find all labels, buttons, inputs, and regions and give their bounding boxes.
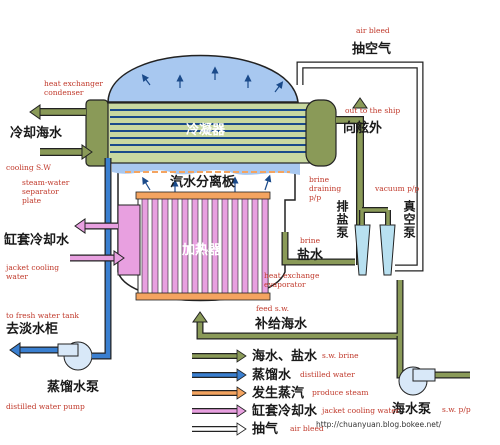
legend-cn-1: 蒸馏水 (252, 368, 292, 383)
jacket-header (117, 204, 141, 276)
vacuum-pump-cn: 真空泵 (402, 200, 416, 239)
brine-cn: 盐水 (297, 248, 324, 263)
air-bleed-en: air bleed (356, 26, 390, 35)
heater-bottom-sheet (135, 292, 271, 301)
jacket-en: jacket cooling water (6, 263, 60, 281)
brine-pump-cn: 排盐泵 (335, 200, 349, 239)
sw-pump-en: s.w. p/p (442, 405, 471, 414)
fresh-tank-en: to fresh water tank (6, 311, 79, 320)
separator-en: steam-water separator plate (22, 178, 70, 205)
sw-pump-cn: 海水泵 (392, 402, 432, 417)
legend-en-1: distilled water (300, 370, 355, 379)
jacket-cn: 缸套冷却水 (4, 233, 70, 248)
legend-en-2: produce steam (312, 388, 369, 397)
air-bleed-cn: 抽空气 (352, 42, 392, 57)
legend-cn-0: 海水、盐水 (252, 349, 318, 364)
legend-arrows (192, 349, 247, 436)
separator-cn: 汽水分离板 (170, 175, 236, 190)
ejector-pumps (354, 207, 396, 276)
distilled-pump-en: distilled water pump (6, 402, 85, 411)
condenser-dome (107, 54, 299, 103)
vacuum-en: vacuum p/p (375, 184, 420, 193)
brine-pipe (281, 232, 355, 266)
condenser-left-cap (85, 99, 109, 167)
legend-cn-3: 缸套冷却水 (252, 404, 318, 419)
legend-en-0: s.w. brine (322, 351, 359, 360)
legend-cn-4: 抽气 (252, 422, 279, 437)
condenser-tubes (110, 109, 308, 153)
out-to-ship-cn: 向舷外 (343, 121, 383, 136)
legend-cn-2: 发生蒸汽 (252, 386, 305, 401)
distilled-pump (57, 340, 112, 371)
legend-en-4: air bleed (290, 424, 324, 433)
feed-sw-cn: 补给海水 (255, 317, 308, 332)
legend-en-3: jacket cooling water (322, 406, 400, 415)
sea-water-pump (398, 366, 436, 396)
feed-sw-en: feed s.w. (256, 304, 289, 313)
distilled-pipe (9, 158, 112, 358)
cooling-sw-en: cooling S.W (6, 163, 52, 172)
condenser-right-cap (305, 99, 337, 167)
brine-draining-en: brine draining p/p (309, 175, 342, 202)
brine-en: brine (300, 236, 321, 245)
fresh-tank-cn: 去淡水柜 (6, 322, 59, 337)
heater-top-sheet (135, 191, 271, 200)
source-url: http://chuanyuan.blog.bokee.net/ (316, 420, 442, 429)
out-to-ship-en: out to the ship (345, 106, 401, 115)
distilled-pump-cn: 蒸馏水泵 (47, 380, 100, 395)
jacket-pipes (70, 218, 125, 266)
heater-cn: 加热器 (182, 243, 222, 258)
hx-condenser-en: heat exchanger condenser (44, 79, 103, 97)
hx-evaporator-en: heat exchange evaporator (264, 271, 320, 289)
condenser-cn: 冷凝器 (186, 123, 226, 138)
cooling-water-cn: 冷却海水 (10, 126, 63, 141)
